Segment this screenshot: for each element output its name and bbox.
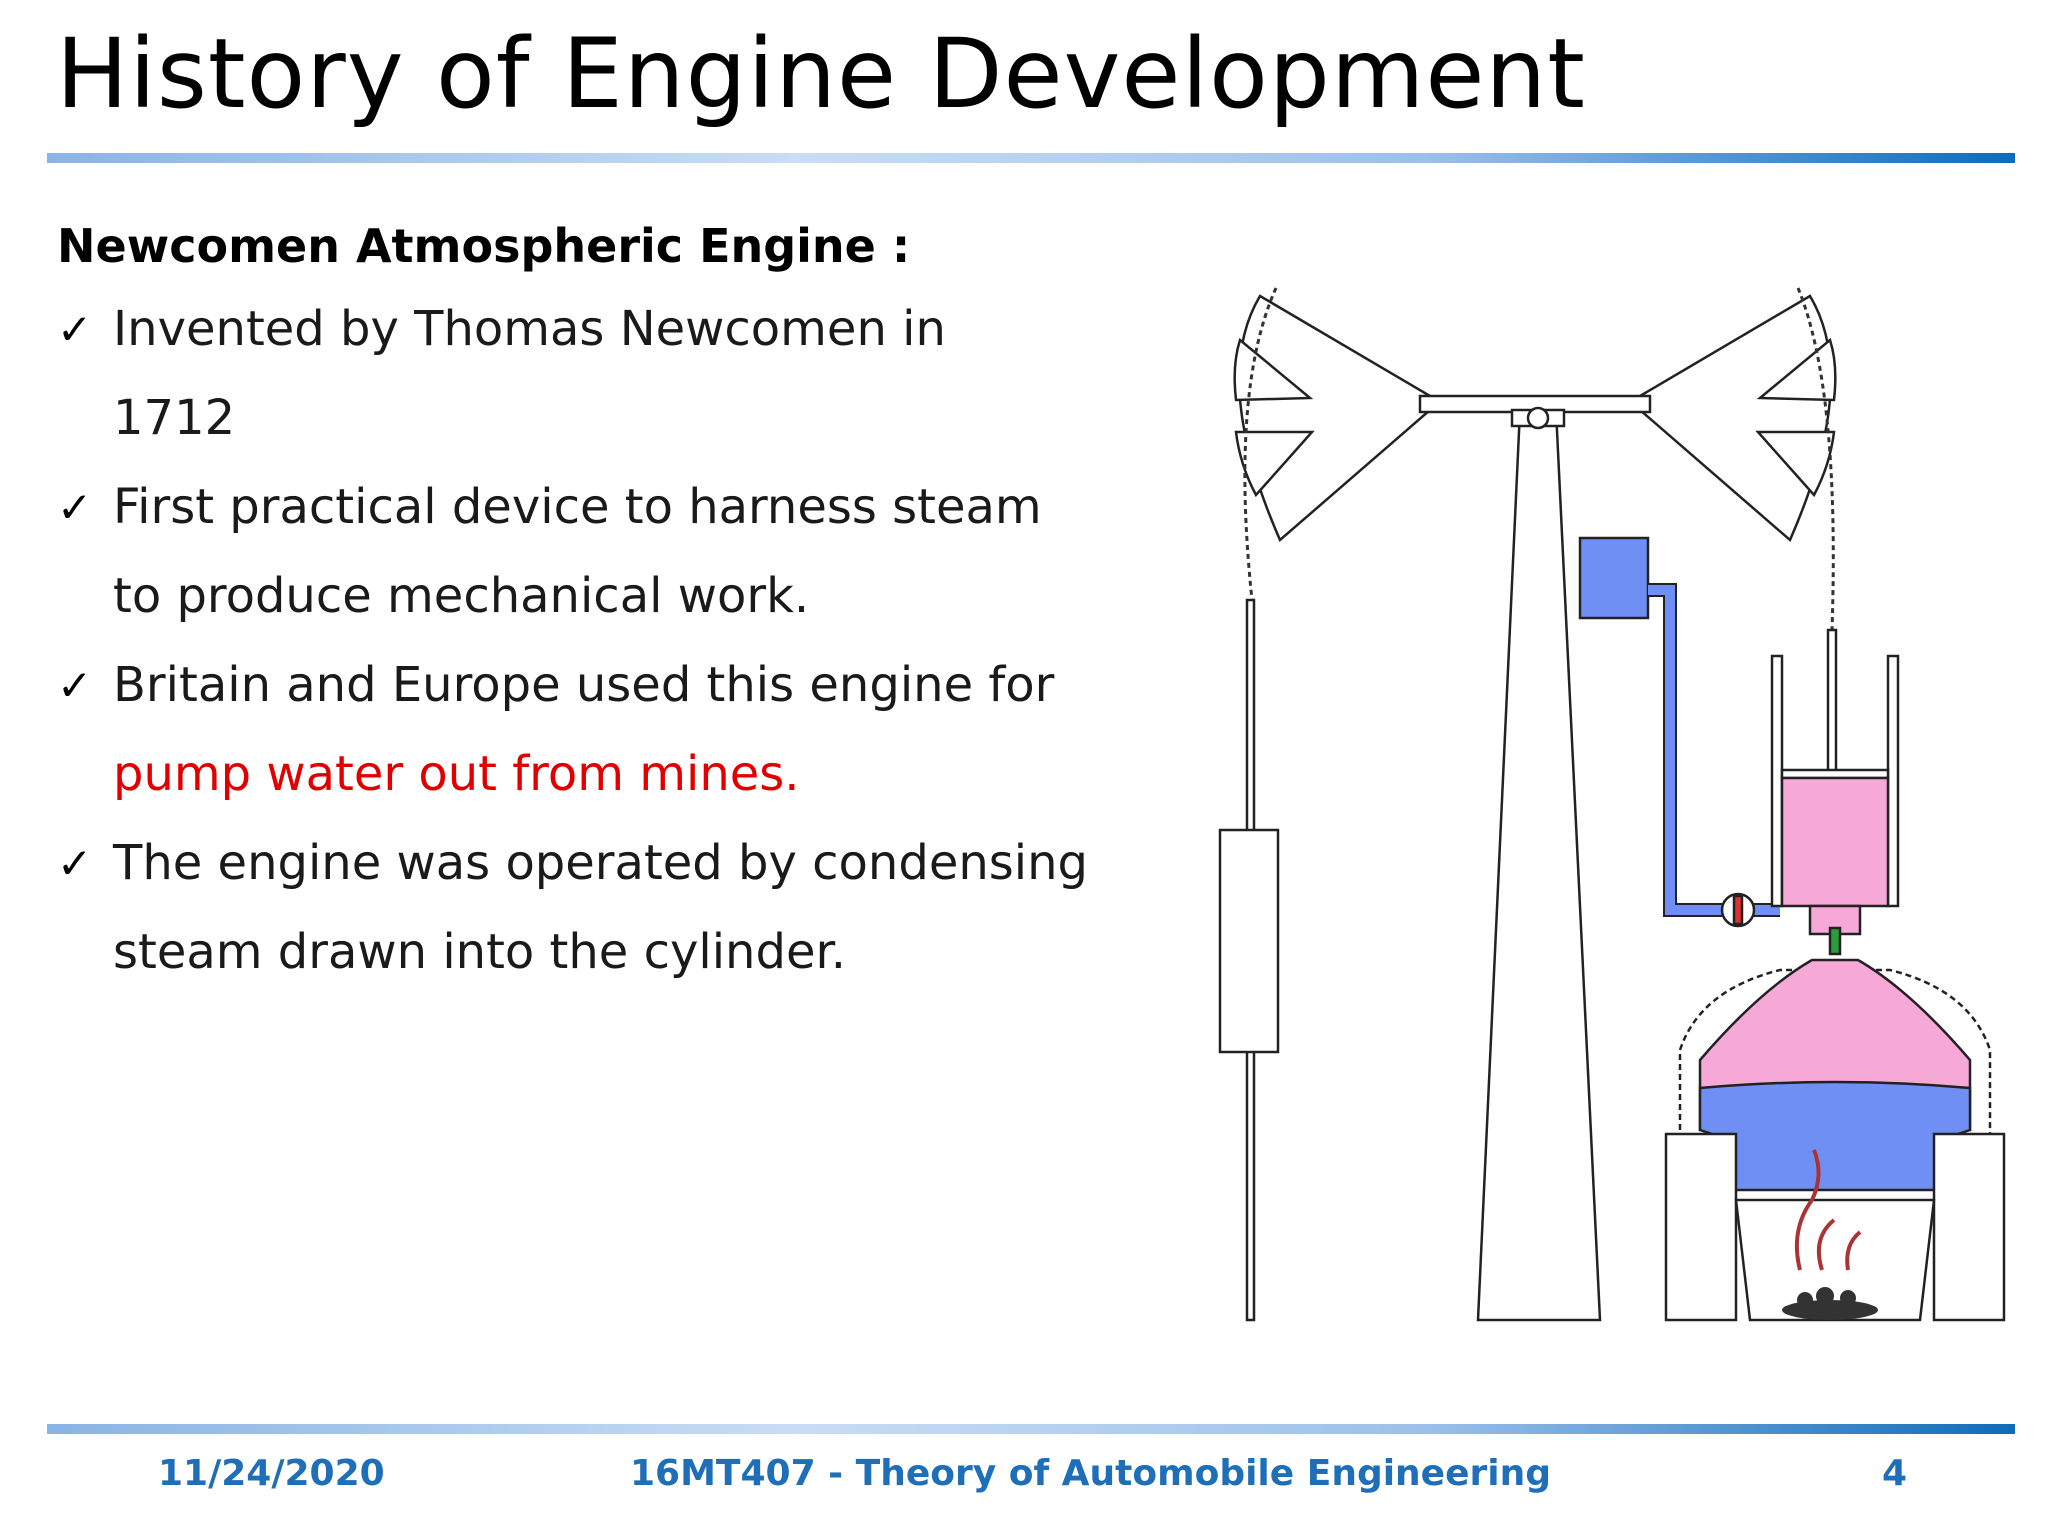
checkmark-icon: ✓ bbox=[57, 305, 93, 354]
footer-divider bbox=[47, 1424, 2015, 1434]
checkmark-icon: ✓ bbox=[57, 661, 93, 710]
beam-left-window bbox=[1233, 337, 1314, 402]
newcomen-engine-diagram bbox=[1218, 287, 2006, 1322]
beam-left-window bbox=[1234, 430, 1315, 498]
page-number: 4 bbox=[1882, 1453, 1908, 1494]
bullet-line: Invented by Thomas Newcomen in bbox=[113, 301, 946, 357]
flame-icon bbox=[1794, 1149, 1821, 1271]
beam-right-arch bbox=[1638, 294, 1833, 543]
furnace-left-wall bbox=[1664, 1132, 1738, 1322]
cylinder-steam bbox=[1780, 776, 1890, 908]
bullet-line: Britain and Europe used this engine for bbox=[113, 657, 1055, 713]
pivot-pin bbox=[1526, 406, 1550, 430]
flame-icon bbox=[1845, 1230, 1862, 1271]
bullet-line: steam drawn into the cylinder. bbox=[113, 924, 847, 980]
furnace-right-wall bbox=[1932, 1132, 2006, 1322]
coal-lump bbox=[1816, 1287, 1834, 1305]
slide-content: Newcomen Atmospheric Engine : ✓ Invented… bbox=[57, 215, 1157, 997]
checkmark-icon: ✓ bbox=[57, 839, 93, 888]
coal-lump bbox=[1840, 1290, 1856, 1306]
piston-rod bbox=[1826, 628, 1838, 778]
bullet-item: ✓ The engine was operated by condensing … bbox=[57, 819, 1157, 997]
cylinder-wall-right bbox=[1886, 654, 1900, 908]
valve-handle bbox=[1732, 894, 1744, 926]
bullet-item: ✓ Britain and Europe used this engine fo… bbox=[57, 641, 1157, 819]
water-cistern bbox=[1578, 536, 1650, 620]
bullet-line: First practical device to harness steam bbox=[113, 479, 1042, 535]
checkmark-icon: ✓ bbox=[57, 483, 93, 532]
left-chain bbox=[1243, 287, 1278, 601]
cylinder-wall-left bbox=[1770, 654, 1784, 908]
footer-date: 11/24/2020 bbox=[158, 1453, 385, 1494]
steam-valve bbox=[1828, 926, 1842, 956]
boiler-water bbox=[1698, 1080, 1972, 1192]
coal-lump bbox=[1797, 1292, 1813, 1308]
slide-title: History of Engine Development bbox=[56, 18, 1586, 130]
right-chain bbox=[1796, 287, 1835, 631]
bullet-item: ✓ First practical device to harness stea… bbox=[57, 463, 1157, 641]
steam-neck bbox=[1808, 904, 1862, 936]
bullet-item: ✓ Invented by Thomas Newcomen in 1712 bbox=[57, 285, 1157, 463]
footer-course-title: 16MT407 - Theory of Automobile Engineeri… bbox=[630, 1453, 1552, 1494]
furnace-chamber bbox=[1734, 1198, 1936, 1322]
section-heading: Newcomen Atmospheric Engine : bbox=[57, 219, 911, 273]
injection-pipe bbox=[1648, 585, 1780, 915]
title-divider bbox=[47, 153, 2015, 163]
bullet-line: to produce mechanical work. bbox=[113, 568, 810, 624]
beam-right-window bbox=[1756, 337, 1837, 402]
flame-icon bbox=[1817, 1218, 1836, 1271]
counterweight bbox=[1218, 828, 1280, 1054]
highlighted-bullet-line: pump water out from mines. bbox=[113, 746, 800, 802]
bullet-line: 1712 bbox=[113, 390, 236, 446]
beam-left-arch bbox=[1237, 294, 1432, 543]
beam-right-window bbox=[1755, 430, 1836, 498]
bullet-line: The engine was operated by condensing bbox=[113, 835, 1088, 891]
